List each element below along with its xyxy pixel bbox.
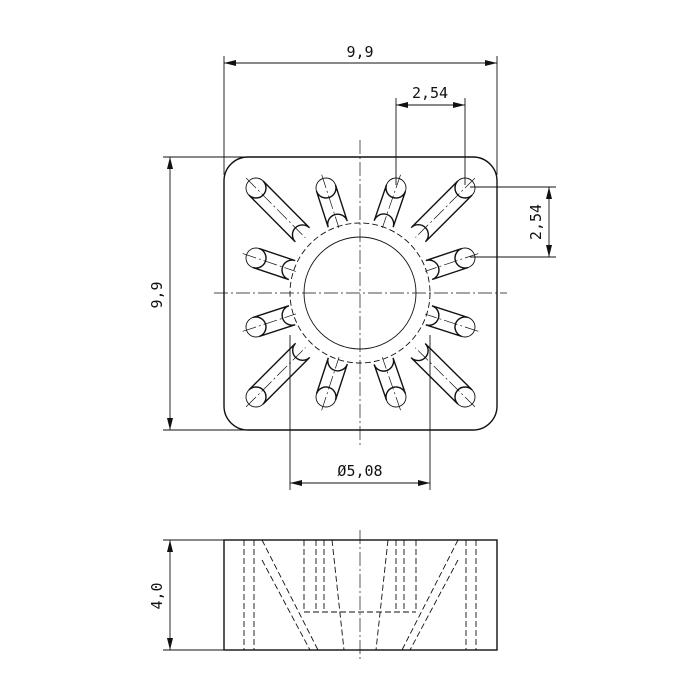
pitch-h-arrow-left — [396, 102, 408, 108]
pin-hole-6 — [454, 247, 476, 269]
pitch-h-label: 2,54 — [412, 84, 448, 102]
pin-slot-axis-4 — [415, 177, 476, 238]
side-view-outline — [223, 539, 498, 651]
side-slant-1 — [261, 539, 319, 651]
pin-hole-11 — [385, 386, 407, 408]
pin-slot-axis-2 — [321, 174, 340, 229]
pin-slot-axis-1 — [245, 177, 306, 238]
pin-hole-1 — [245, 177, 267, 199]
side-slant-2 — [261, 559, 311, 651]
pin-hole-10 — [315, 386, 337, 408]
diameter-arrow-right — [418, 480, 430, 486]
side-slant-5 — [331, 539, 345, 651]
pin-slot-axis-7 — [242, 313, 297, 332]
height-arrow-bottom — [167, 418, 173, 430]
side-height-arrow-top — [167, 540, 173, 552]
pin-hole-8 — [454, 316, 476, 338]
width-arrow-right — [485, 60, 497, 66]
pin-slot-axis-8 — [424, 313, 479, 332]
pitch-h-arrow-right — [453, 102, 465, 108]
pin-slot-axis-3 — [382, 174, 401, 228]
pin-hole-9 — [245, 386, 267, 408]
side-height-label: 4,0 — [148, 582, 166, 609]
top-view — [214, 140, 507, 445]
side-view — [223, 530, 498, 660]
side-slant-3 — [401, 539, 459, 651]
diameter-label: Ø5,08 — [337, 462, 382, 480]
top-dimensions: 9,9 2,54 2,54 9,9 Ø5,08 — [148, 43, 556, 490]
pin-hole-12 — [454, 386, 476, 408]
pin-slot-axis-6 — [425, 253, 479, 272]
top-view-outline — [223, 156, 498, 431]
width-label: 9,9 — [346, 43, 373, 61]
pitch-v-label: 2,54 — [527, 204, 545, 240]
width-arrow-left — [224, 60, 236, 66]
pin-hole-2 — [315, 177, 337, 199]
side-slant-4 — [409, 559, 459, 651]
pin-slots — [242, 174, 479, 411]
central-hole-hidden-ring — [289, 222, 431, 364]
pin-hole-5 — [245, 247, 267, 269]
side-height-arrow-bottom — [167, 638, 173, 650]
pin-slot-axis-12 — [415, 347, 476, 408]
pin-hole-7 — [245, 316, 267, 338]
side-dimensions: 4,0 — [148, 539, 224, 651]
side-slant-6 — [375, 539, 389, 651]
pitch-v-arrow-bottom — [546, 245, 552, 257]
diameter-arrow-left — [290, 480, 302, 486]
pin-slot-axis-11 — [381, 357, 401, 411]
pin-slot-axis-10 — [321, 356, 340, 411]
pin-slot-axis-5 — [242, 253, 296, 272]
pitch-v-arrow-top — [546, 187, 552, 199]
pin-slot-axis-9 — [245, 347, 306, 408]
central-hole — [303, 236, 417, 350]
height-arrow-top — [167, 157, 173, 169]
height-label: 9,9 — [148, 281, 166, 308]
